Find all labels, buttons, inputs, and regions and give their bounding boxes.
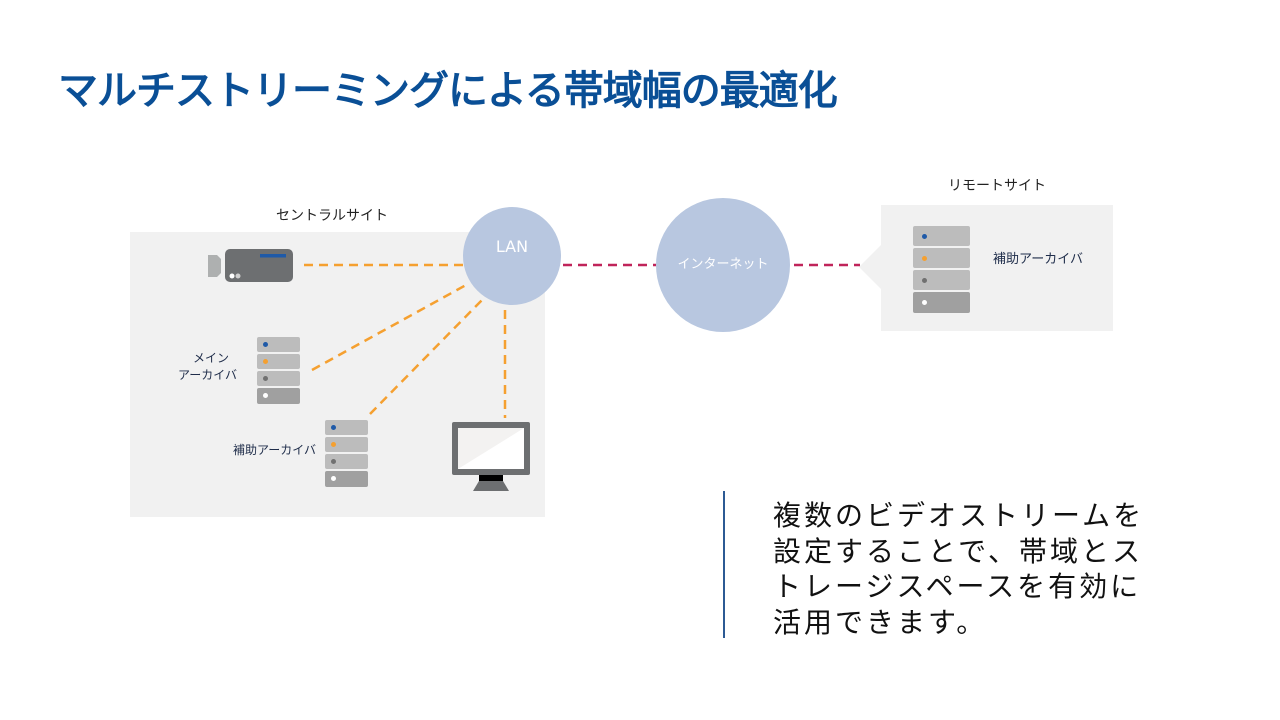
central-sub-archive-label: 補助アーカイバ — [233, 443, 317, 457]
description-divider — [723, 491, 725, 638]
video-camera-icon — [207, 249, 295, 283]
description-line: 設定することで、帯域とス — [773, 534, 1144, 568]
remote-sub-archive-server-icon — [913, 226, 970, 313]
central-site-label: セントラルサイト — [276, 208, 388, 224]
slide-title: マルチストリーミングによる帯域幅の最適化 — [58, 68, 838, 114]
description-line: トレージスペースを有効に — [773, 570, 1142, 603]
remote-sub-archive-label: 補助アーカイバ — [993, 252, 1083, 267]
description-line: 活用できます。 — [773, 605, 988, 639]
description-line: 複数のビデオストリームを — [773, 499, 1145, 532]
internet-label: インターネット — [677, 256, 769, 272]
lan-node: LAN — [463, 207, 561, 305]
lan-label: LAN — [495, 236, 529, 256]
remote-site-label: リモートサイト — [948, 178, 1046, 194]
internet-node: インターネット — [656, 198, 790, 332]
main-archive-server-icon — [257, 337, 300, 404]
central-sub-archive-server-icon — [325, 420, 368, 487]
description-text: 複数のビデオストリームを 設定することで、帯域とス トレージスペースを有効に 活… — [773, 498, 1144, 640]
monitor-icon — [452, 422, 532, 491]
main-archive-label-line1: メイン — [193, 351, 230, 365]
remote-site-callout-pointer — [859, 245, 881, 289]
main-archive-label-line2: アーカイバ — [178, 368, 238, 382]
